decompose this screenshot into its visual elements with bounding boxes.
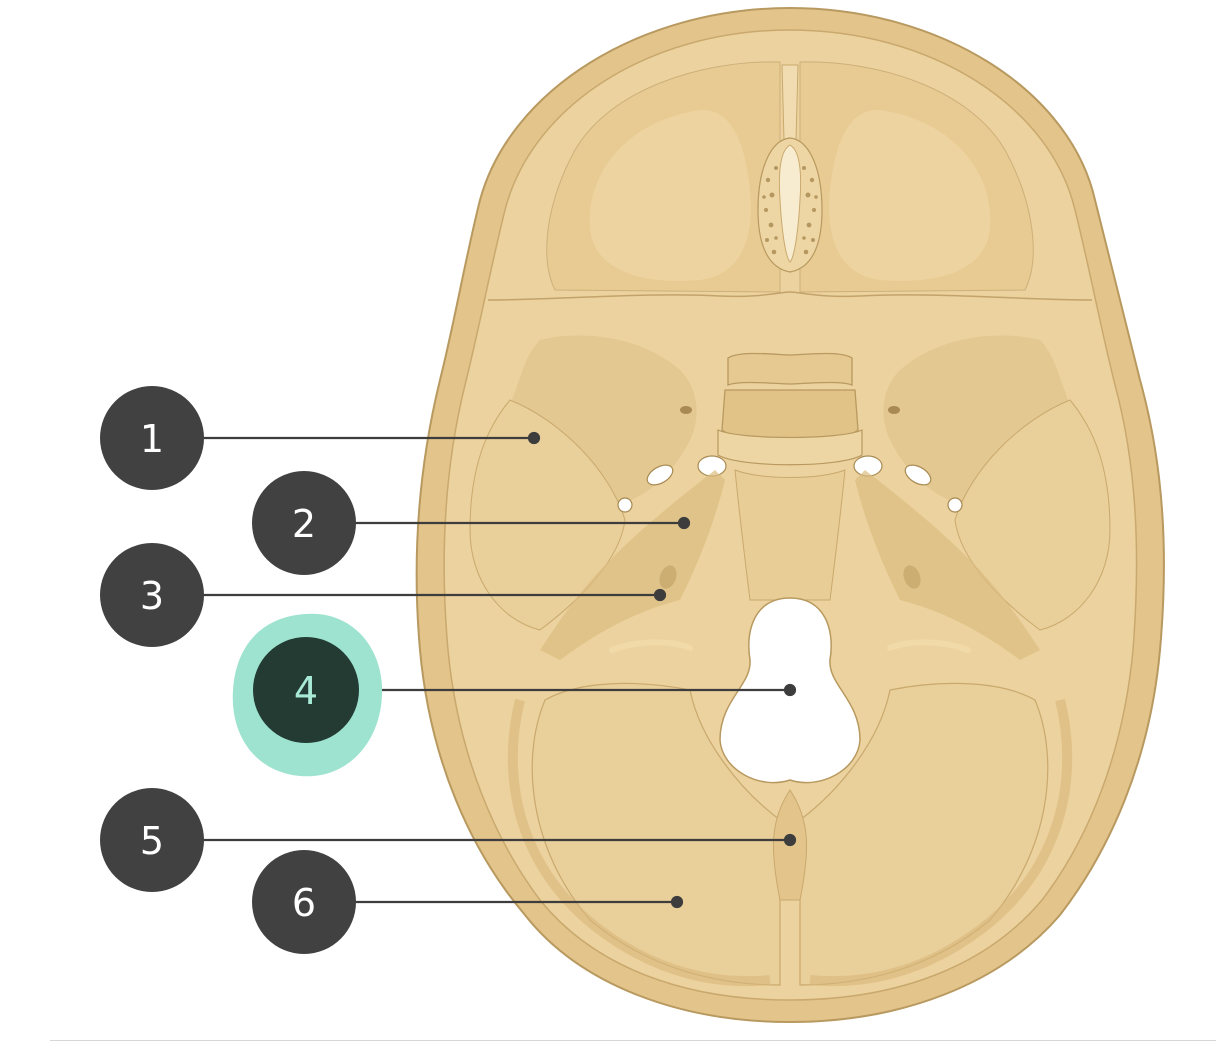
marker-5-label: 5: [140, 819, 164, 863]
crista-ridge: [778, 144, 802, 263]
transverse-sinus-groove-right: [809, 698, 1073, 987]
foramina: [617, 455, 963, 513]
marker-6-label: 6: [292, 881, 316, 925]
leader-lines: [200, 431, 797, 909]
leader-dot-1: [527, 431, 541, 445]
transverse-sinus-groove-left: [507, 698, 771, 987]
middle-fossa-right-floor: [954, 399, 1111, 631]
middle-fossa-left: [510, 335, 697, 505]
marker-2-label: 2: [292, 502, 316, 546]
petrous-crest-right: [887, 639, 971, 653]
marker-6[interactable]: 6: [252, 850, 356, 954]
middle-fossa-left-floor: [469, 399, 626, 631]
petrous-ridge-left: [540, 470, 725, 660]
leader-dot-2: [677, 516, 691, 530]
sella-turcica: [727, 352, 853, 386]
orbital-roof-left: [589, 109, 751, 281]
middle-fossa-right: [883, 335, 1070, 505]
clivus: [734, 469, 846, 601]
orbital-roof-right: [829, 109, 991, 281]
leader-dot-4: [783, 683, 797, 697]
petrous-crest-left: [609, 639, 693, 653]
marker-3-label: 3: [140, 574, 164, 618]
crista-galli: [781, 64, 799, 141]
cribriform-foramina: [762, 166, 818, 255]
marker-4-label: 4: [294, 669, 318, 713]
marker-1[interactable]: 1: [100, 386, 204, 490]
petrous-ridge-right: [855, 470, 1040, 660]
marker-5[interactable]: 5: [100, 788, 204, 892]
leader-dot-3: [653, 588, 667, 602]
lesser-wing-line: [487, 291, 1093, 301]
clivus-top: [717, 429, 863, 466]
bottom-divider: [50, 1040, 1216, 1041]
leader-dot-5: [783, 833, 797, 847]
marker-1-label: 1: [140, 417, 164, 461]
dorsum-sellae: [721, 389, 859, 442]
leader-dot-6: [670, 895, 684, 909]
marker-2[interactable]: 2: [252, 471, 356, 575]
marker-3[interactable]: 3: [100, 543, 204, 647]
marker-4-active[interactable]: 4: [232, 613, 383, 777]
